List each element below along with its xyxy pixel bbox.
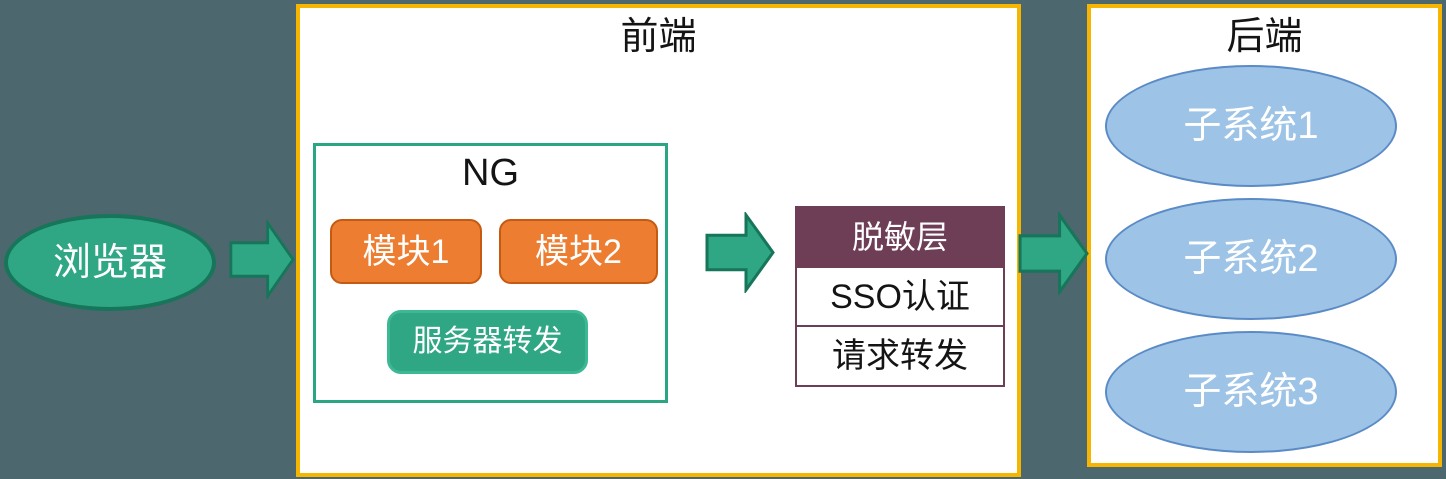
frontend-panel: 前端 NG 模块1 模块2 服务器转发 脱敏层 SSO认证 请求转发: [296, 4, 1021, 477]
subsystem-3-node: 子系统3: [1105, 331, 1397, 453]
frontend-title: 前端: [620, 16, 697, 58]
desensitization-table: 脱敏层 SSO认证 请求转发: [795, 206, 1005, 387]
desensitization-layer-header: 脱敏层: [797, 208, 1003, 266]
ng-box: NG 模块1 模块2 服务器转发: [313, 143, 668, 403]
browser-label: 浏览器: [52, 241, 167, 284]
backend-title: 后端: [1226, 16, 1303, 58]
module-1-node: 模块1: [330, 219, 482, 284]
sso-auth-row: SSO认证: [797, 265, 1003, 326]
module-2-node: 模块2: [499, 219, 658, 284]
request-forward-row: 请求转发: [797, 325, 1003, 386]
ng-title: NG: [462, 152, 519, 194]
subsystem-1-node: 子系统1: [1105, 65, 1397, 187]
right-arrow-icon: [705, 212, 775, 293]
browser-node: 浏览器: [4, 214, 216, 311]
right-arrow-icon: [229, 220, 295, 299]
server-forward-node: 服务器转发: [387, 310, 588, 374]
backend-panel: 后端 子系统1 子系统2 子系统3: [1087, 4, 1442, 467]
right-arrow-icon: [1018, 212, 1089, 295]
subsystem-2-node: 子系统2: [1105, 198, 1397, 320]
